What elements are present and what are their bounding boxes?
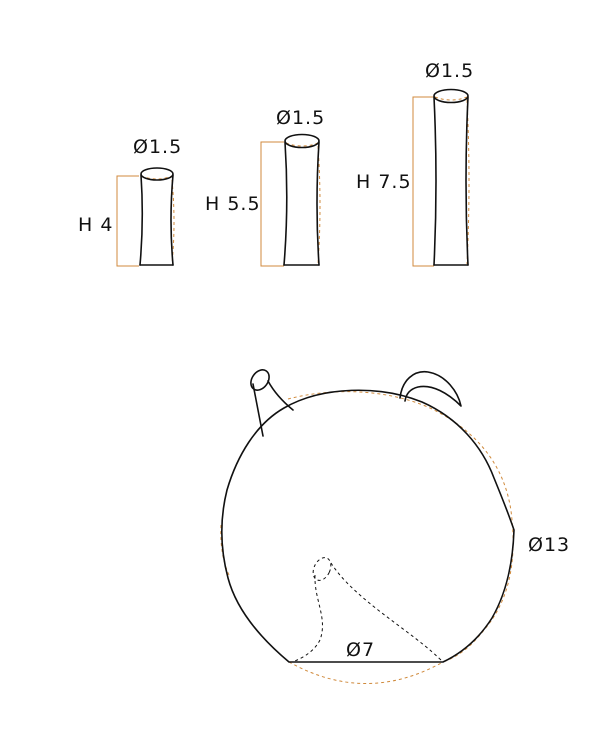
cylinder-top-hidden-edge xyxy=(285,142,319,147)
cylinder-top xyxy=(284,133,320,149)
diameter-label: Ø1.5 xyxy=(133,136,182,158)
height-label: H 5.5 xyxy=(205,193,261,215)
cylinder-small: Ø1.5 H 4 xyxy=(78,136,182,267)
fruit-vessel: Ø13 Ø7 xyxy=(220,369,570,684)
height-dimension-bracket xyxy=(412,96,434,267)
stem-top xyxy=(250,369,270,391)
inner-spout-right xyxy=(330,562,444,663)
height-dimension-bracket xyxy=(116,175,139,267)
leaf xyxy=(399,371,462,407)
height-label: H 4 xyxy=(78,214,113,236)
fruit-body xyxy=(221,389,515,663)
diameter-label: Ø1.5 xyxy=(276,107,325,129)
cylinder-top xyxy=(433,88,469,104)
cylinder-large: Ø1.5 H 7.5 xyxy=(356,60,474,267)
inner-spout-top xyxy=(312,557,332,581)
inner-spout-left xyxy=(291,574,323,663)
height-dimension-bracket xyxy=(260,141,284,267)
outer-diameter-label: Ø13 xyxy=(528,534,570,556)
outer-outline-hidden xyxy=(287,391,514,663)
diameter-label: Ø1.5 xyxy=(425,60,474,82)
cylinder-top-hidden-edge xyxy=(434,96,468,101)
cylinder-sides xyxy=(283,141,320,266)
height-label: H 7.5 xyxy=(356,171,412,193)
base-diameter-label: Ø7 xyxy=(346,639,375,661)
base-ellipse-hidden-front xyxy=(288,661,444,684)
cylinder-sides xyxy=(433,96,469,266)
cylinder-medium: Ø1.5 H 5.5 xyxy=(205,107,325,267)
cylinder-sides xyxy=(139,174,174,266)
cylinder-top xyxy=(140,167,174,181)
